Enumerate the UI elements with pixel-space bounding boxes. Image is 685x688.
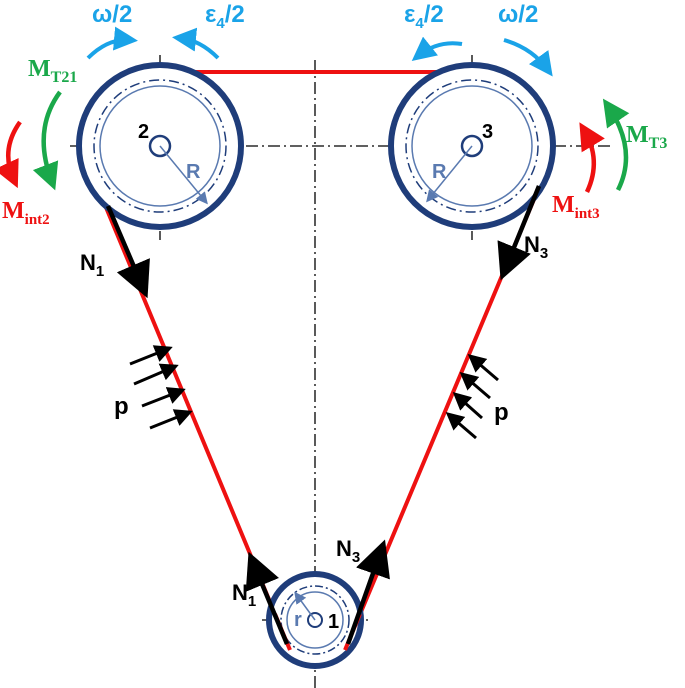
pulley-2-number: 2 bbox=[138, 121, 149, 143]
omega-right-label: ω/2 bbox=[498, 1, 538, 28]
pulley-1-number: 1 bbox=[328, 611, 339, 633]
n1-bottom-arrow-icon bbox=[245, 551, 290, 645]
n3-bottom-arrow-icon bbox=[345, 539, 390, 645]
radius-label-right: R bbox=[432, 161, 447, 183]
eps-left-label: ε4/2 bbox=[205, 1, 245, 32]
radius-line-small bbox=[294, 591, 316, 621]
radius-label-small: r bbox=[294, 609, 302, 631]
eps-left-arrow-icon bbox=[172, 27, 220, 60]
mint3-label: Mint3 bbox=[552, 192, 600, 222]
mint2-label: Mint2 bbox=[2, 198, 50, 228]
eps-right-label: ε4/2 bbox=[404, 1, 444, 32]
pulley-2 bbox=[76, 62, 244, 230]
radius-line-left bbox=[159, 145, 208, 205]
n3-top-arrow-icon bbox=[497, 185, 542, 281]
pulley-1 bbox=[266, 571, 364, 669]
p-right-label: p bbox=[494, 399, 509, 426]
pressure-arrows-right bbox=[445, 354, 499, 440]
n1-top-arrow-icon bbox=[105, 205, 150, 299]
pressure-arrows-left bbox=[129, 345, 193, 430]
eps-right-arrow-icon bbox=[411, 36, 463, 61]
omega-left-arrow-icon bbox=[86, 26, 138, 60]
mt21-label: MT21 bbox=[28, 56, 77, 86]
n3-top-label: N3 bbox=[524, 232, 548, 262]
n3-bottom-label: N3 bbox=[336, 536, 360, 566]
radius-line-right bbox=[426, 145, 473, 203]
omega-right-arrow-icon bbox=[503, 38, 553, 77]
mt3-arrow-icon bbox=[602, 98, 630, 192]
mt21-arrow-icon bbox=[32, 90, 62, 191]
p-left-label: p bbox=[114, 393, 129, 420]
mint3-arrow-icon bbox=[579, 122, 605, 193]
n1-bottom-label: N1 bbox=[232, 580, 256, 610]
mint2-arrow-icon bbox=[0, 120, 22, 189]
pulley-3 bbox=[388, 62, 556, 230]
radius-label-left: R bbox=[186, 161, 201, 183]
omega-left-label: ω/2 bbox=[92, 1, 132, 28]
n1-top-label: N1 bbox=[80, 250, 104, 280]
pulley-3-number: 3 bbox=[482, 121, 493, 143]
mt3-label: MT3 bbox=[626, 122, 667, 152]
force-arrows bbox=[105, 185, 542, 645]
